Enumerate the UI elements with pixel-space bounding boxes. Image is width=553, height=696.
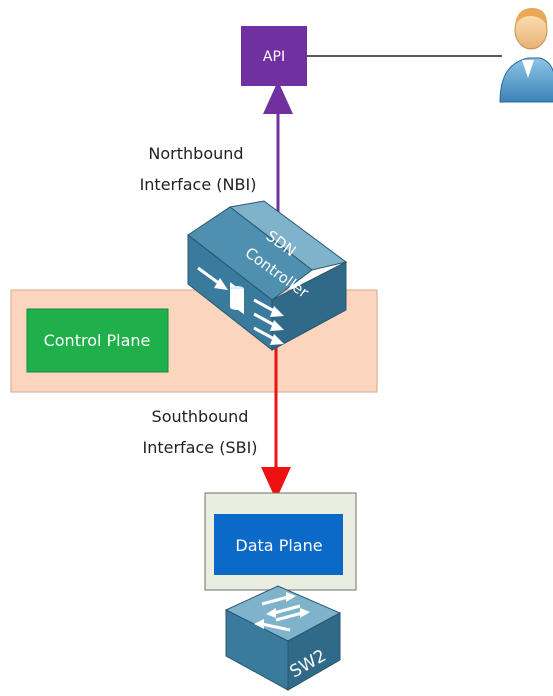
nbi-label-line2: Interface (NBI) — [140, 175, 257, 194]
control-plane-box: Control Plane — [26, 308, 169, 373]
data-plane-box: Data Plane — [214, 514, 343, 575]
data-plane-label: Data Plane — [235, 536, 322, 555]
sbi-label-line1: Southbound — [152, 407, 249, 426]
switch-arrows-icon — [254, 592, 310, 632]
sdn-controller-device: SDN Controller — [187, 200, 348, 352]
nbi-label-line1: Northbound — [148, 144, 243, 163]
api-box: API — [241, 26, 307, 86]
controller-input-arrow-icon — [197, 266, 228, 290]
controller-output-arrows-icon — [253, 298, 284, 345]
sbi-label-line2: Interface (SBI) — [142, 438, 257, 457]
sw2-switch-device: SW2 — [224, 585, 342, 691]
api-label: API — [263, 49, 285, 65]
control-plane-label: Control Plane — [44, 331, 151, 350]
controller-database-icon — [230, 282, 244, 315]
user-icon — [499, 8, 553, 103]
